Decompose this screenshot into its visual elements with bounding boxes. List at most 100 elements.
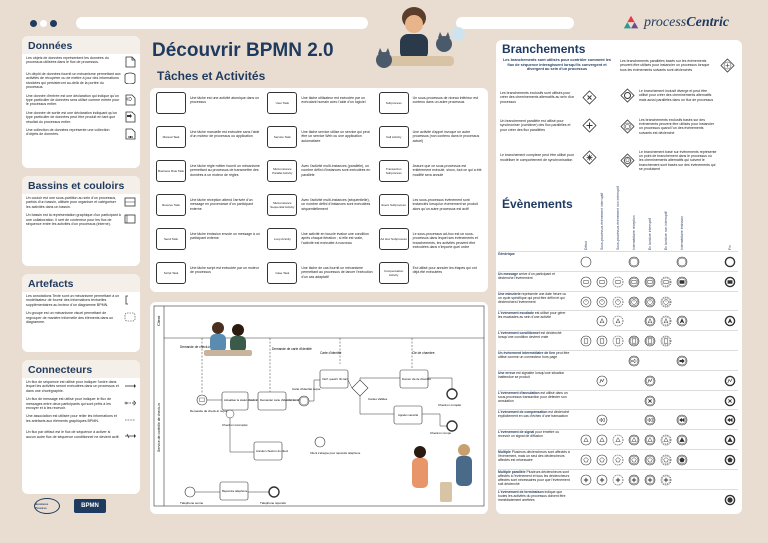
- artefacts-title: Artefacts: [22, 274, 140, 292]
- task-type-text: Une tâche est une activité atomique dans…: [190, 96, 260, 105]
- event-row-desc: Plusieurs déclencheurs sont affectés à l…: [498, 469, 570, 487]
- task-repondre-label: Répondre téléphone: [222, 489, 248, 493]
- top-bar: processCentric: [0, 0, 768, 38]
- process-diagram-svg: Client Service de contrôle de check-in D…: [153, 305, 485, 507]
- bpmn-event-icon: [628, 453, 640, 466]
- taches-panel: Une tâche est une activité atomique dans…: [150, 88, 488, 292]
- task-type-text: Une tâche script est exécutée par un mot…: [190, 266, 259, 275]
- data-store-icon: [124, 72, 136, 85]
- data-output-icon: [124, 111, 136, 123]
- inclusive-gateway-icon: [620, 88, 635, 103]
- branchement-item: Les branchements exclusifs sont utilisés…: [500, 90, 597, 105]
- event-row: Une minuterie représente une date heure …: [498, 292, 738, 312]
- task-verif-carte-label: Vérif. quest'n ID card: [322, 377, 348, 381]
- task-type-text: Le sous-processus ad-hoc est un sous-pro…: [412, 232, 478, 249]
- event-column-header: Intermédiaire réception: [632, 215, 636, 250]
- top-bar-placeholder-right: [456, 17, 574, 29]
- event-column-header: Sous-processus événement interruptif: [600, 192, 604, 250]
- bpmn-logo[interactable]: BPMN: [74, 499, 106, 513]
- bpmn-event-icon: [724, 394, 736, 406]
- task-type-text: Une tâche émission envoie un message à u…: [190, 232, 260, 241]
- end-event-telephone: [268, 486, 280, 498]
- branchement-item: Le branchement inclusif diverge et peut …: [620, 88, 717, 103]
- event-row-text: L'événement de compensation est déclench…: [498, 410, 570, 418]
- footer-logos: Business Process BPMN: [34, 498, 106, 514]
- branchement-text: Un branchement parallèle est utilisé pou…: [500, 119, 571, 132]
- event-row-desc: indique que toutes les activités du proc…: [498, 489, 566, 502]
- artefacts-item-text: Un groupe est un mécanisme visuel permet…: [26, 311, 114, 325]
- illustration-people-sitting: [204, 322, 252, 356]
- illustration-people-phone: [412, 444, 472, 502]
- data-object-icon: [124, 56, 136, 68]
- label-demande-carte: Demande de carte d'identité: [272, 347, 312, 351]
- bpmn-event-icon: [580, 473, 592, 486]
- branchement-item: Les branchements parallèles basés sur le…: [620, 58, 735, 73]
- event-row-divider: [498, 429, 738, 430]
- bassins-item-text: Un couloir est une sous-partition au sei…: [26, 196, 117, 209]
- donnees-item: Une donnée d'entrée est une déclaration …: [22, 92, 140, 109]
- bpmn-event-icon: [612, 295, 624, 307]
- bpmn-event-icon: [724, 255, 736, 268]
- event-row-label: Un message: [498, 271, 518, 276]
- event-row-label: Générique: [498, 252, 515, 256]
- donnees-item-text: Une donnée d'entrée est une déclaration …: [26, 93, 120, 107]
- donnees-item: Une collection de données représente une…: [22, 126, 140, 142]
- task-shape-icon: Transaction Subprocess: [378, 160, 409, 182]
- event-row: Un événement intermédiaire de lien peut …: [498, 351, 738, 371]
- event-row-divider: [498, 409, 738, 410]
- label-demande-checkin-recue: Demande de check-in reçue: [190, 409, 228, 413]
- message-flow-icon: [124, 397, 137, 409]
- bpmn-event-icon: [580, 295, 592, 307]
- connecteurs-item: Un flux par défaut est le flux de séquen…: [22, 428, 140, 444]
- bpmn-event-icon: [596, 334, 608, 347]
- bpmn-event-icon: [596, 314, 608, 327]
- event-row: L'événement de signal pour émettre ou re…: [498, 430, 738, 450]
- bpmn-event-icon: [580, 255, 592, 268]
- event-row: L'événement de compensation est déclench…: [498, 410, 738, 430]
- business-process-badge[interactable]: Business Process: [34, 498, 60, 514]
- processcentric-logo-icon: [623, 15, 639, 29]
- start-event-message: [196, 394, 208, 406]
- event-column-header: Sous-processus événement non interruptif: [616, 186, 620, 250]
- task-appeler-securite: [393, 405, 423, 425]
- exclusive-event-gateway-icon: [620, 119, 635, 134]
- event-row-text: Une erreur est signalée lorsqu'une situa…: [498, 371, 570, 379]
- event-row-desc: pour émettre ou recevoir un signal de di…: [498, 430, 560, 439]
- bpmn-event-icon: [724, 453, 736, 466]
- branchement-text: Les branchements exclusifs sont utilisés…: [500, 91, 575, 104]
- bpmn-event-icon: [628, 275, 640, 288]
- end-event-checkin-complet: [446, 388, 458, 400]
- page-title: Découvrir BPMN 2.0: [152, 40, 334, 61]
- artefacts-section: Artefacts Les annotations Texte sont un …: [22, 274, 140, 352]
- task-shape-icon: Case Task: [267, 262, 298, 284]
- bpmn-event-icon: [628, 255, 640, 268]
- bassins-title: Bassins et couloirs: [22, 176, 140, 194]
- task-type-text: Une tâche manuelle est exécutée sans l'a…: [190, 130, 260, 139]
- event-column-header: Intermédiaire émission: [680, 215, 684, 250]
- bpmn-event-icon: [644, 413, 656, 426]
- task-type-text: Avec l'activité multi-instances (séquent…: [301, 198, 371, 211]
- donnees-section: Données Les objets de données représente…: [22, 36, 140, 168]
- event-row-divider: [498, 449, 738, 450]
- event-row-divider: [498, 330, 738, 331]
- event-row-text: L'événement escalade est utilisé pour gé…: [498, 311, 570, 319]
- bpmn-event-icon: [676, 453, 688, 466]
- event-row-divider: [498, 468, 738, 470]
- event-column-header: En bordure non interruptif: [664, 211, 668, 250]
- event-row-divider: [498, 251, 738, 252]
- start-event-timer: [184, 486, 196, 498]
- processcentric-logo[interactable]: processCentric: [622, 14, 729, 32]
- connecteurs-item-text: Un flux de message est utilisé pour indi…: [26, 397, 112, 411]
- connecteurs-item-text: Une association est utilisée pour relier…: [26, 414, 117, 423]
- task-shape-icon: Business Rule Task: [156, 160, 186, 182]
- bpmn-event-icon: [660, 433, 672, 446]
- event-row-desc: est déclenché lorsqu'une condition devie…: [498, 331, 562, 340]
